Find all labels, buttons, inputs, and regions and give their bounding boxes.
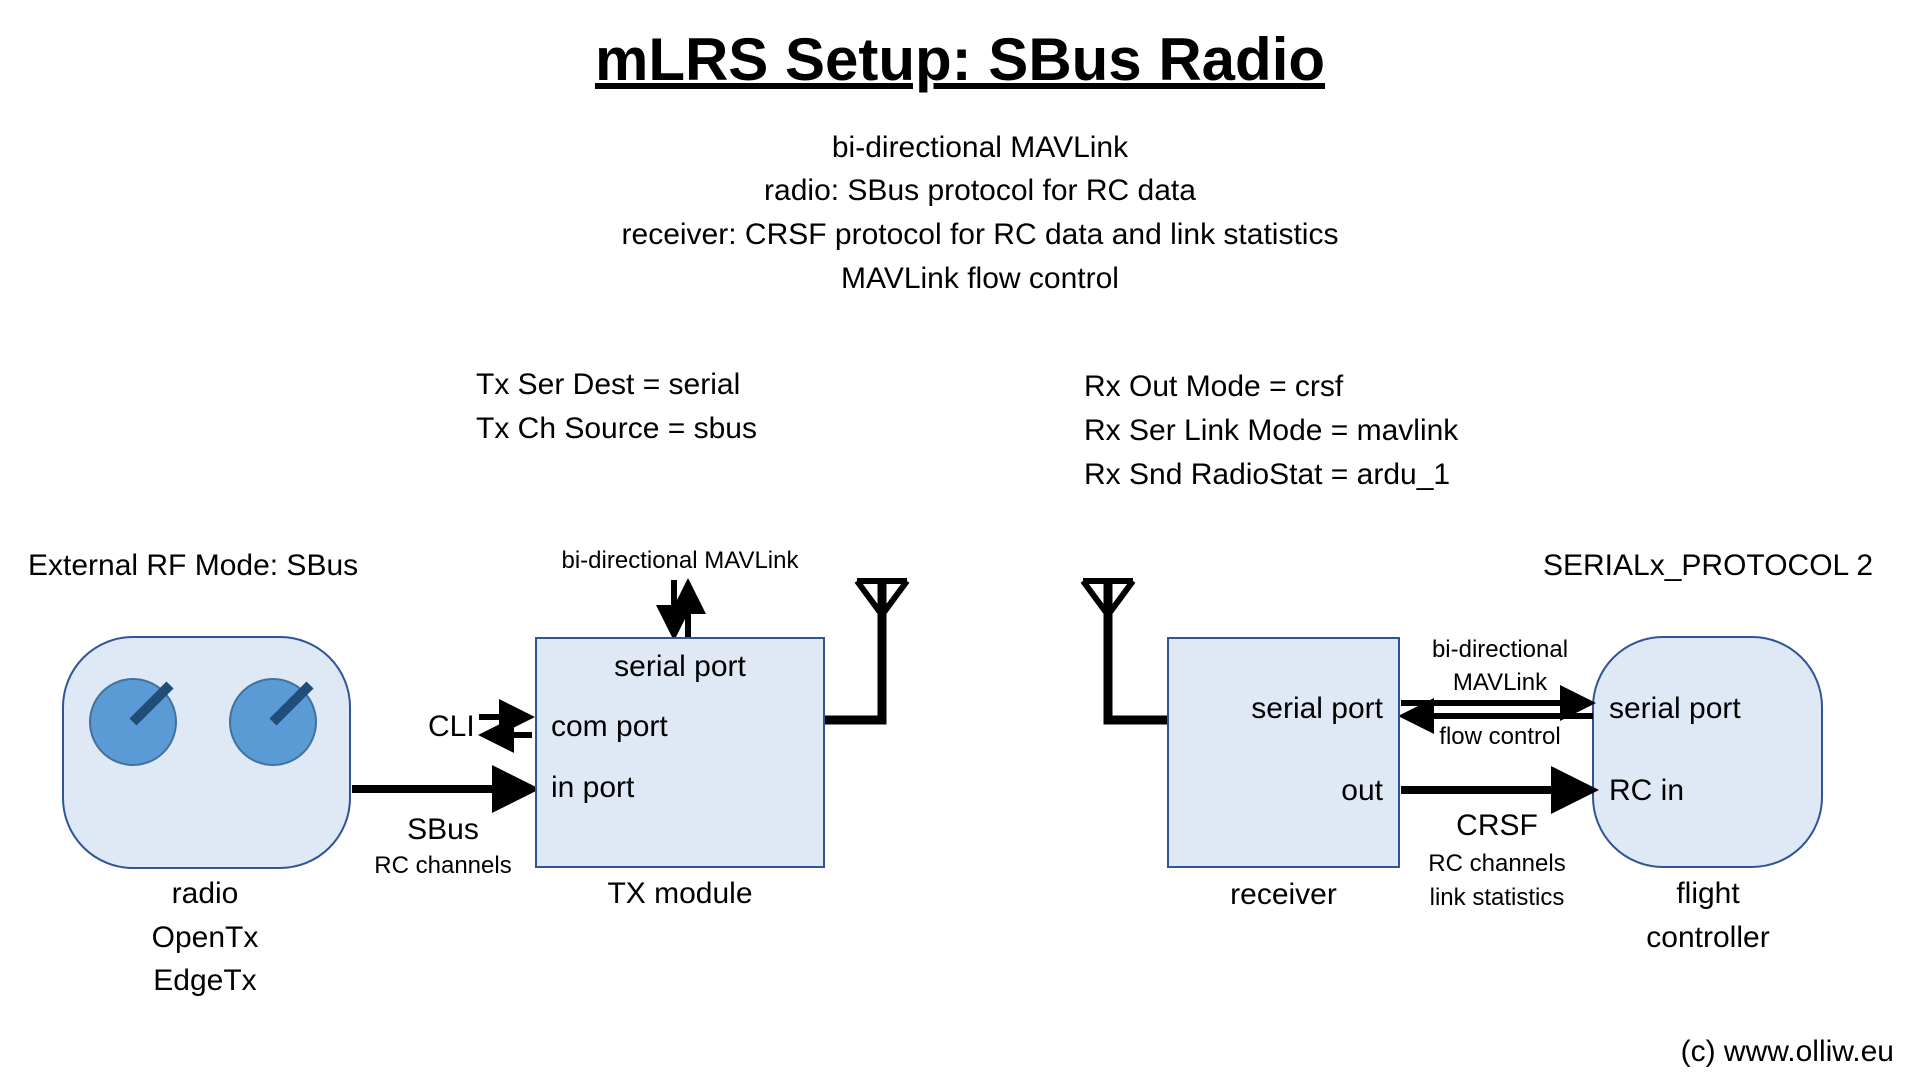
fc-label-1: flight <box>1676 877 1740 910</box>
crsf-sublabel-1: RC channels <box>1428 850 1566 877</box>
tx-antenna <box>825 578 910 725</box>
serial-link-label-2: MAVLink <box>1452 669 1548 696</box>
subtitle-line-4: MAVLink flow control <box>841 262 1119 295</box>
subtitle-line-2: radio: SBus protocol for RC data <box>764 174 1196 207</box>
fc-header: SERIALx_PROTOCOL 2 <box>1543 549 1874 582</box>
rx-setting-out-mode: Rx Out Mode = crsf <box>1084 370 1344 403</box>
tx-setting-ser-dest: Tx Ser Dest = serial <box>476 368 741 401</box>
rx-antenna <box>1080 578 1167 725</box>
serial-link-label-1: bi-directional <box>1431 636 1569 663</box>
page-title: mLRS Setup: SBus Radio <box>594 26 1326 93</box>
tx-top-label: bi-directional MAVLink <box>561 547 799 574</box>
tx-serial-port-label: serial port <box>614 650 746 683</box>
subtitle-line-1: bi-directional MAVLink <box>831 131 1129 164</box>
crsf-label: CRSF <box>1456 809 1538 842</box>
tx-setting-ch-source: Tx Ch Source = sbus <box>476 412 757 445</box>
tx-in-port-label: in port <box>551 771 635 804</box>
cli-label: CLI <box>428 710 475 743</box>
radio-label-1: radio <box>171 877 239 910</box>
rx-setting-snd-radiostat: Rx Snd RadioStat = ardu_1 <box>1084 458 1451 491</box>
fc-rc-in-label: RC in <box>1609 774 1685 807</box>
receiver-box <box>1167 637 1400 868</box>
tx-module-label: TX module <box>607 877 753 910</box>
serial-link-below-label: flow control <box>1439 723 1561 750</box>
subtitle-line-3: receiver: CRSF protocol for RC data and … <box>621 218 1339 251</box>
radio-label-3: EdgeTx <box>153 964 257 997</box>
rx-serial-port-label: serial port <box>1251 692 1383 725</box>
copyright: (c) www.olliw.eu <box>1680 1035 1894 1068</box>
tx-com-port-label: com port <box>551 710 668 743</box>
rx-setting-ser-link-mode: Rx Ser Link Mode = mavlink <box>1084 414 1459 447</box>
radio-label-2: OpenTx <box>151 921 259 954</box>
receiver-label: receiver <box>1230 878 1337 911</box>
radio-knob-right <box>229 678 317 766</box>
radio-knob-left <box>89 678 177 766</box>
fc-serial-port-label: serial port <box>1609 692 1741 725</box>
sbus-sublabel: RC channels <box>374 852 512 879</box>
radio-header: External RF Mode: SBus <box>28 549 359 582</box>
flight-controller-body <box>1592 636 1823 868</box>
fc-label-2: controller <box>1646 921 1770 954</box>
tx-module-box <box>535 637 825 868</box>
crsf-sublabel-2: link statistics <box>1429 884 1565 911</box>
rx-out-label: out <box>1341 774 1383 807</box>
sbus-label: SBus <box>407 813 479 846</box>
